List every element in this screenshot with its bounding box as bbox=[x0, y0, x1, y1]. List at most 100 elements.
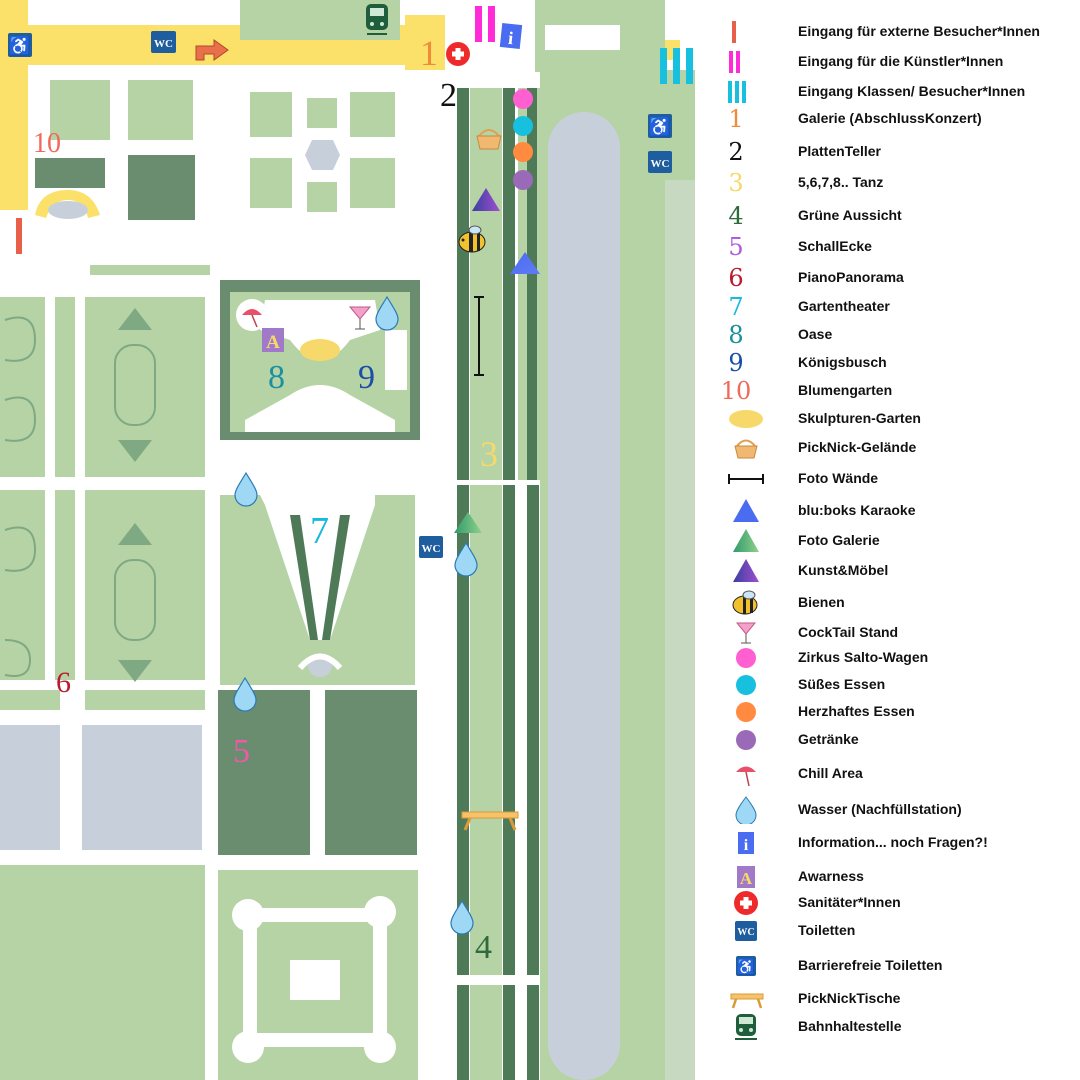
legend-item: Foto Wände bbox=[725, 465, 1075, 493]
legend-label: SchallEcke bbox=[798, 238, 872, 254]
svg-text:i: i bbox=[744, 837, 749, 854]
gate-iii-marker bbox=[660, 48, 693, 84]
wheelchair-icon: ♿ bbox=[648, 114, 672, 138]
parterre-lawns-west bbox=[0, 297, 205, 1080]
legend-label: CockTail Stand bbox=[798, 624, 899, 640]
pink-dot-icon bbox=[725, 644, 767, 672]
svg-text:♿: ♿ bbox=[649, 116, 671, 137]
svg-text:WC: WC bbox=[154, 38, 173, 50]
legend-label: PianoPanorama bbox=[798, 269, 904, 285]
svg-text:A: A bbox=[740, 869, 753, 888]
map-label-10: 10 bbox=[33, 128, 61, 159]
number-4-green-icon: 4 bbox=[728, 202, 744, 230]
wc-icon: WC bbox=[648, 151, 672, 173]
legend-item: Eingang für die Künstler*Innen bbox=[725, 48, 1075, 76]
legend-label: Getränke bbox=[798, 731, 859, 747]
legend-item: Chill Area bbox=[725, 760, 1075, 788]
purple-dot-icon bbox=[725, 726, 767, 754]
orange-dot-icon bbox=[513, 142, 533, 162]
bee-icon bbox=[725, 589, 767, 617]
lawn-blocks-north bbox=[35, 0, 665, 275]
info-icon: i bbox=[499, 23, 523, 49]
umbrella-icon bbox=[725, 760, 767, 788]
number-2-black-icon: 2 bbox=[728, 138, 744, 166]
wc-icon: WC bbox=[725, 917, 767, 945]
legend-label: PickNick-Gelände bbox=[798, 439, 917, 455]
legend-label: Eingang für die Künstler*Innen bbox=[798, 53, 1004, 69]
picnic-table-icon bbox=[461, 811, 519, 831]
legend-label: Chill Area bbox=[798, 765, 863, 781]
pink-dot-icon bbox=[513, 89, 533, 109]
photo-wall-icon bbox=[725, 465, 767, 493]
legend-item: Eingang Klassen/ Besucher*Innen bbox=[725, 78, 1075, 106]
picnic-table-icon bbox=[725, 985, 767, 1013]
legend-label: Bahnhaltestelle bbox=[798, 1018, 902, 1034]
legend-item: Sanitäter*Innen bbox=[725, 889, 1075, 917]
canal bbox=[540, 70, 695, 1080]
legend-label: Grüne Aussicht bbox=[798, 207, 902, 223]
bee-icon bbox=[458, 225, 486, 253]
legend-label: Eingang für externe Besucher*Innen bbox=[798, 23, 1040, 39]
legend-label: Toiletten bbox=[798, 922, 856, 938]
wheelchair-icon: ♿ bbox=[8, 33, 32, 57]
roman-three-cyan-icon bbox=[725, 78, 767, 106]
legend-item: Kunst&Möbel bbox=[725, 557, 1075, 585]
direction-arrow-icon bbox=[195, 39, 229, 61]
dark-fields bbox=[218, 690, 417, 855]
gate-ii-marker bbox=[475, 6, 495, 42]
legend-label: Wasser (Nachfüllstation) bbox=[798, 801, 962, 817]
legend-item: PickNickTische bbox=[725, 985, 1075, 1013]
legend-item: blu:boks Karaoke bbox=[725, 497, 1075, 525]
legend-item: Wasser (Nachfüllstation) bbox=[725, 796, 1075, 824]
number-3-yellow-icon: 3 bbox=[728, 169, 744, 197]
awareness-icon: A bbox=[262, 328, 284, 353]
legend-label: Barrierefreie Toiletten bbox=[798, 957, 943, 973]
legend-item: CockTail Stand bbox=[725, 619, 1075, 647]
legend-item: 5 SchallEcke bbox=[725, 233, 1075, 261]
legend-label: Süßes Essen bbox=[798, 676, 886, 692]
legend-label: Zirkus Salto-Wagen bbox=[798, 649, 929, 665]
cyan-dot-icon bbox=[513, 116, 533, 136]
svg-text:A: A bbox=[266, 332, 280, 353]
green-triangle-icon bbox=[454, 512, 482, 533]
blue-triangle-icon bbox=[510, 252, 540, 274]
legend-item: 4 Grüne Aussicht bbox=[725, 202, 1075, 230]
legend-item: Süßes Essen bbox=[725, 671, 1075, 699]
svg-text:♿: ♿ bbox=[737, 958, 756, 976]
number-6-red-icon: 6 bbox=[728, 264, 744, 292]
wc-icon: WC bbox=[419, 536, 443, 558]
number-1-orange-icon: 1 bbox=[728, 105, 744, 133]
number-10-coral-icon: 10 bbox=[720, 377, 752, 405]
blue-triangle-icon bbox=[725, 497, 767, 525]
svg-text:WC: WC bbox=[422, 543, 441, 555]
legend-label: Foto Wände bbox=[798, 470, 879, 486]
map-label-6: 6 bbox=[56, 666, 71, 699]
legend-label: Foto Galerie bbox=[798, 532, 880, 548]
number-9-blue-icon: 9 bbox=[728, 349, 744, 377]
roman-one-red-icon bbox=[725, 18, 767, 46]
train-icon bbox=[366, 4, 388, 35]
garden-map: A WC WC WC ♿ ♿ bbox=[0, 0, 695, 1080]
umbrella-icon bbox=[236, 299, 268, 331]
green-triangle-icon bbox=[725, 527, 767, 555]
legend-item: Eingang für externe Besucher*Innen bbox=[725, 18, 1075, 46]
number-5-purple-icon: 5 bbox=[728, 233, 744, 261]
cocktail-icon bbox=[725, 619, 767, 647]
svg-text:i: i bbox=[507, 28, 514, 48]
legend-label: Blumengarten bbox=[798, 382, 893, 398]
yellow-oval-icon bbox=[725, 405, 767, 433]
svg-text:WC: WC bbox=[651, 158, 670, 170]
orange-dot-icon bbox=[725, 698, 767, 726]
legend-label: Information... noch Fragen?! bbox=[798, 834, 988, 850]
number-8-teal-icon: 8 bbox=[728, 321, 744, 349]
legend-item: 6 PianoPanorama bbox=[725, 264, 1075, 292]
gate-i-marker bbox=[16, 218, 22, 254]
legend-item: i Information... noch Fragen?! bbox=[725, 829, 1075, 857]
picnic-basket-icon bbox=[476, 129, 502, 150]
photo-wall-icon bbox=[474, 296, 484, 376]
map-label-5: 5 bbox=[233, 733, 250, 770]
legend-label: 5,6,7,8.. Tanz bbox=[798, 174, 884, 190]
